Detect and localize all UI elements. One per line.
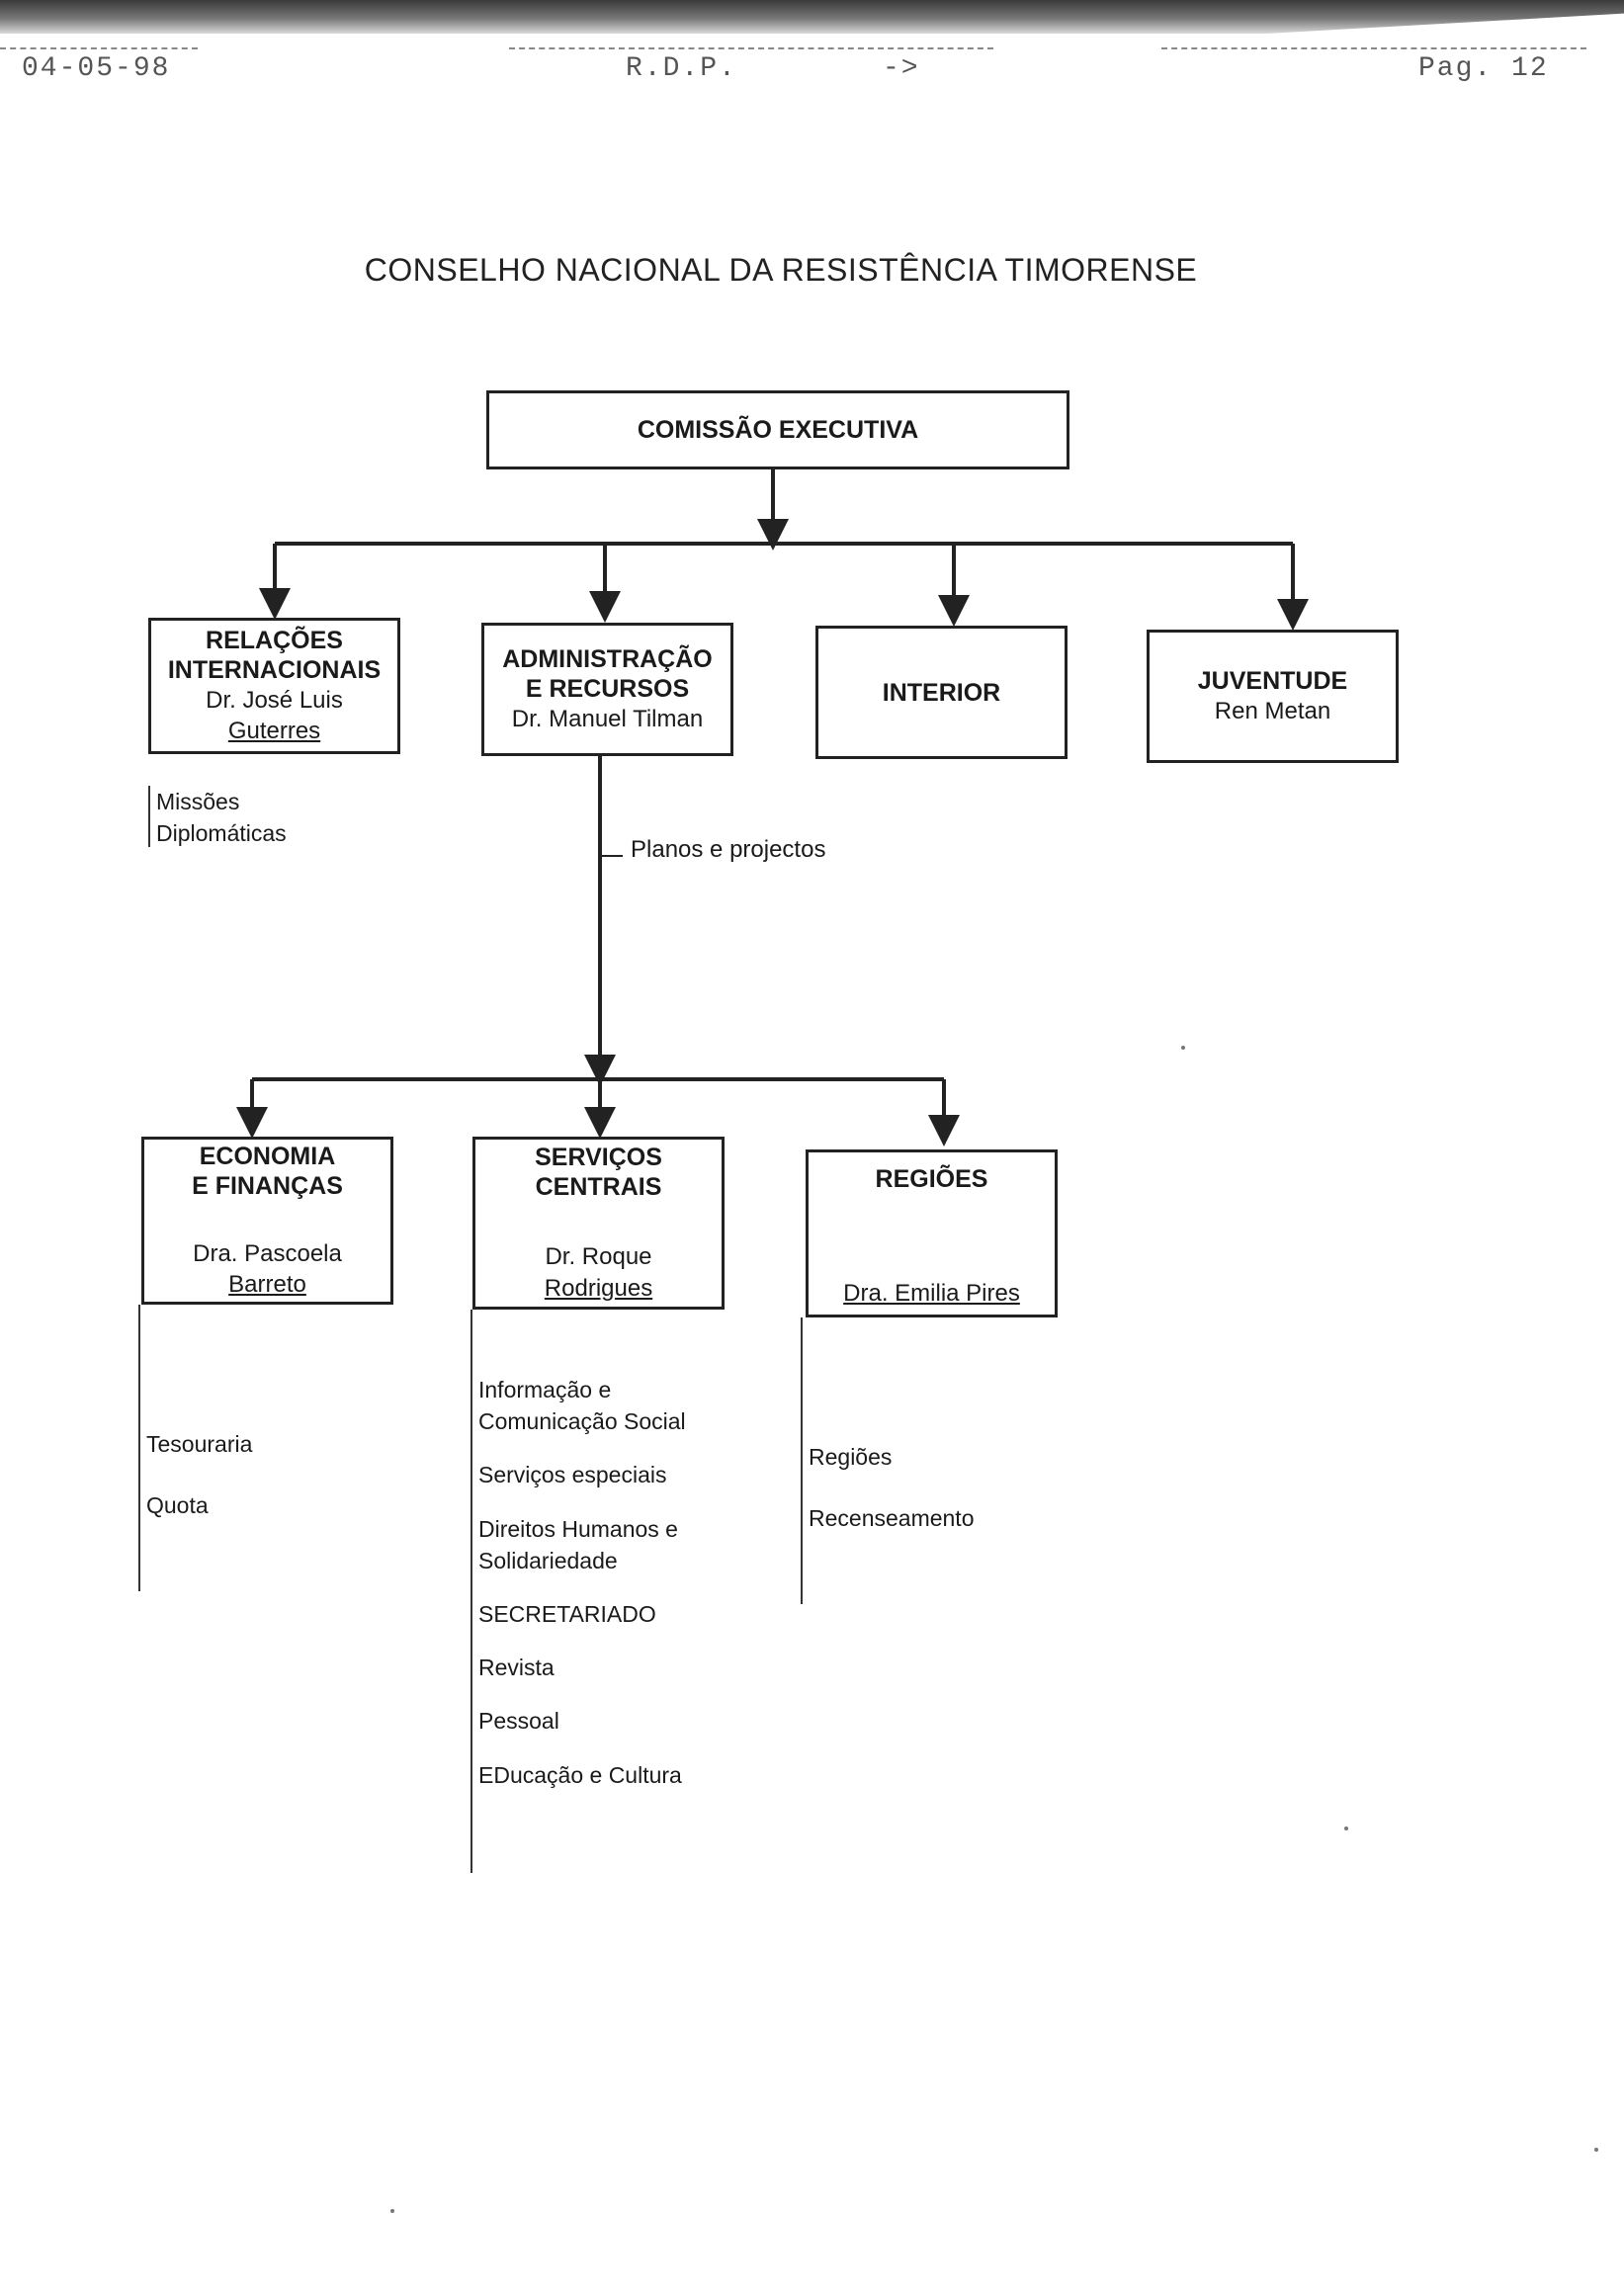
org-node-title: JUVENTUDE: [1197, 666, 1348, 695]
org-node-title: INTERIOR: [882, 678, 1001, 707]
org-node-comissao-executiva: COMISSÃO EXECUTIVA: [486, 390, 1069, 469]
org-node-interior: INTERIOR: [815, 626, 1068, 759]
regioes-sub-list: Regiões Recenseamento: [801, 1317, 1048, 1604]
list-item: SECRETARIADO: [478, 1598, 767, 1630]
list-item: Quota: [146, 1492, 209, 1519]
list-item: Direitos Humanos e Solidariedade: [478, 1513, 767, 1576]
org-node-person: Dr. José Luis: [206, 686, 343, 714]
org-node-person: Dra. Pascoela: [193, 1239, 342, 1267]
org-node-title: CENTRAIS: [535, 1173, 662, 1202]
org-node-title: E FINANÇAS: [192, 1172, 343, 1200]
org-node-person: Dra. Emilia Pires: [843, 1279, 1020, 1307]
org-node-person: Ren Metan: [1214, 697, 1331, 724]
relacoes-sub-list: Missões Diplomáticas: [148, 786, 346, 847]
list-item: EDucação e Cultura: [478, 1759, 767, 1791]
fax-dashed-rule: [509, 47, 993, 49]
fax-dashed-rule: [0, 47, 198, 49]
list-item: Serviços especiais: [478, 1459, 767, 1490]
list-item-line: Solidariedade: [478, 1547, 618, 1573]
org-node-economia-financas: ECONOMIA E FINANÇAS Dra. Pascoela Barret…: [141, 1137, 393, 1305]
org-node-juventude: JUVENTUDE Ren Metan: [1147, 630, 1399, 763]
servicos-sub-list: Informação e Comunicação Social Serviços…: [470, 1310, 767, 1873]
list-item-line: EDucação e Cultura: [478, 1761, 682, 1788]
org-node-servicos-centrais: SERVIÇOS CENTRAIS Dr. Roque Rodrigues: [472, 1137, 725, 1310]
org-node-person: Barreto: [228, 1270, 306, 1298]
list-item-line: Informação e: [478, 1377, 612, 1402]
list-item: Recenseamento: [809, 1505, 975, 1532]
scan-speck: [390, 2209, 394, 2213]
connector-label-planos: Planos e projectos: [631, 836, 826, 863]
list-item: Diplomáticas: [156, 820, 287, 847]
org-node-person: Dr. Manuel Tilman: [511, 705, 704, 732]
list-item: Pessoal: [478, 1705, 767, 1737]
page-title: CONSELHO NACIONAL DA RESISTÊNCIA TIMOREN…: [364, 252, 1198, 288]
org-node-title: E RECURSOS: [525, 674, 690, 703]
list-item: Revista: [478, 1652, 767, 1683]
fax-dashed-rule: [1161, 47, 1586, 49]
fax-arrow: ->: [883, 53, 920, 84]
org-node-title: INTERNACIONAIS: [167, 655, 382, 684]
scan-speck: [1181, 1046, 1185, 1050]
org-node-title: SERVIÇOS: [535, 1144, 662, 1172]
economia-sub-list: Tesouraria Quota: [138, 1305, 336, 1591]
org-node-person: Guterres: [227, 718, 321, 744]
list-item-line: Serviços especiais: [478, 1462, 667, 1488]
org-node-regioes: REGIÕES Dra. Emilia Pires: [806, 1149, 1058, 1317]
list-item-line: SECRETARIADO: [478, 1600, 656, 1627]
fax-sender: R.D.P.: [626, 53, 737, 84]
list-item: Tesouraria: [146, 1431, 253, 1457]
org-node-title: ECONOMIA: [199, 1143, 336, 1170]
org-node-title: RELAÇÕES: [206, 626, 343, 654]
fax-date: 04-05-98: [22, 53, 171, 84]
org-node-relacoes-internacionais: RELAÇÕES INTERNACIONAIS Dr. José Luis Gu…: [148, 618, 400, 754]
list-item-line: Pessoal: [478, 1708, 559, 1735]
list-item: Informação e Comunicação Social: [478, 1374, 767, 1437]
list-item-line: Direitos Humanos e: [478, 1515, 678, 1542]
scan-speck: [1594, 2148, 1598, 2152]
list-item-line: Revista: [478, 1655, 555, 1681]
fax-top-strip: [0, 0, 1624, 34]
org-node-title: COMISSÃO EXECUTIVA: [637, 416, 919, 444]
fax-page-number: Pag. 12: [1418, 53, 1549, 84]
org-node-administracao-recursos: ADMINISTRAÇÃO E RECURSOS Dr. Manuel Tilm…: [481, 623, 733, 756]
list-item: Regiões: [809, 1444, 893, 1470]
org-node-person: Rodrigues: [544, 1274, 653, 1302]
org-node-title: REGIÕES: [875, 1165, 988, 1193]
list-item: Missões: [156, 789, 240, 814]
list-item-line: Comunicação Social: [478, 1408, 686, 1435]
scan-speck: [1344, 1826, 1348, 1830]
org-node-title: ADMINISTRAÇÃO: [502, 644, 713, 673]
org-node-person: Dr. Roque: [545, 1243, 652, 1271]
